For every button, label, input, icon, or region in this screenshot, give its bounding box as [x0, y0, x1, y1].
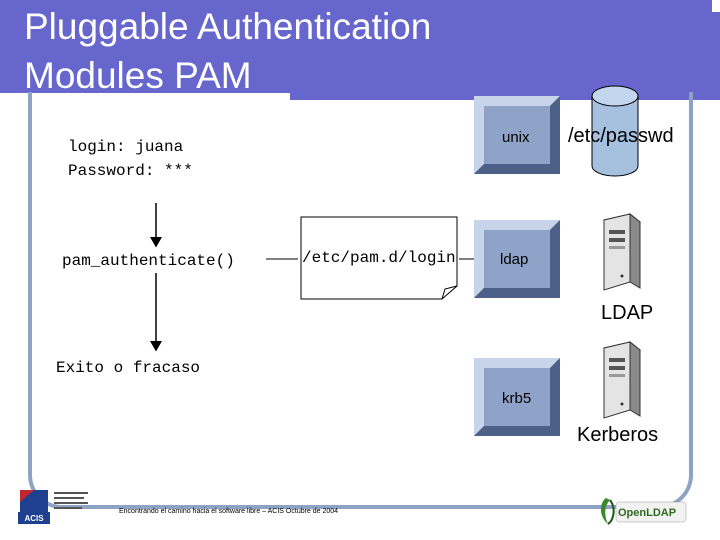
backend-label-passwd: /etc/passwd [568, 125, 674, 147]
openldap-logo: OpenLDAP [600, 498, 687, 525]
title-band [0, 0, 720, 100]
pam-authenticate-call: pam_authenticate() [62, 252, 235, 270]
server-icon [602, 212, 642, 291]
acis-logo-text: ACIS [24, 514, 44, 523]
password-prompt: Password: *** [68, 162, 193, 180]
module-box-ldap [474, 220, 560, 298]
module-label-unix: unix [502, 129, 530, 146]
footer-text: Encontrando el camino hacia el software … [119, 508, 339, 515]
content-frame [28, 92, 693, 509]
config-file-path: /etc/pam.d/login [302, 249, 456, 267]
database-icon [591, 85, 639, 177]
module-label-ldap: ldap [500, 251, 529, 268]
module-box-unix [474, 96, 560, 174]
acis-logo: ACIS [18, 490, 88, 524]
server-icon [602, 340, 642, 419]
config-file-document [300, 216, 458, 300]
result-text: Exito o fracaso [56, 359, 201, 377]
slide-title-line-2: Modules PAM [24, 55, 252, 96]
backend-label-ldap: LDAP [601, 302, 654, 324]
backend-label-kerberos: Kerberos [577, 424, 659, 446]
slide-title-line-1: Pluggable Authentication [24, 6, 432, 47]
openldap-logo-text: OpenLDAP [618, 507, 676, 519]
login-prompt: login: juana [68, 138, 184, 156]
module-box-krb5 [474, 358, 560, 436]
module-label-krb5: krb5 [502, 390, 532, 407]
